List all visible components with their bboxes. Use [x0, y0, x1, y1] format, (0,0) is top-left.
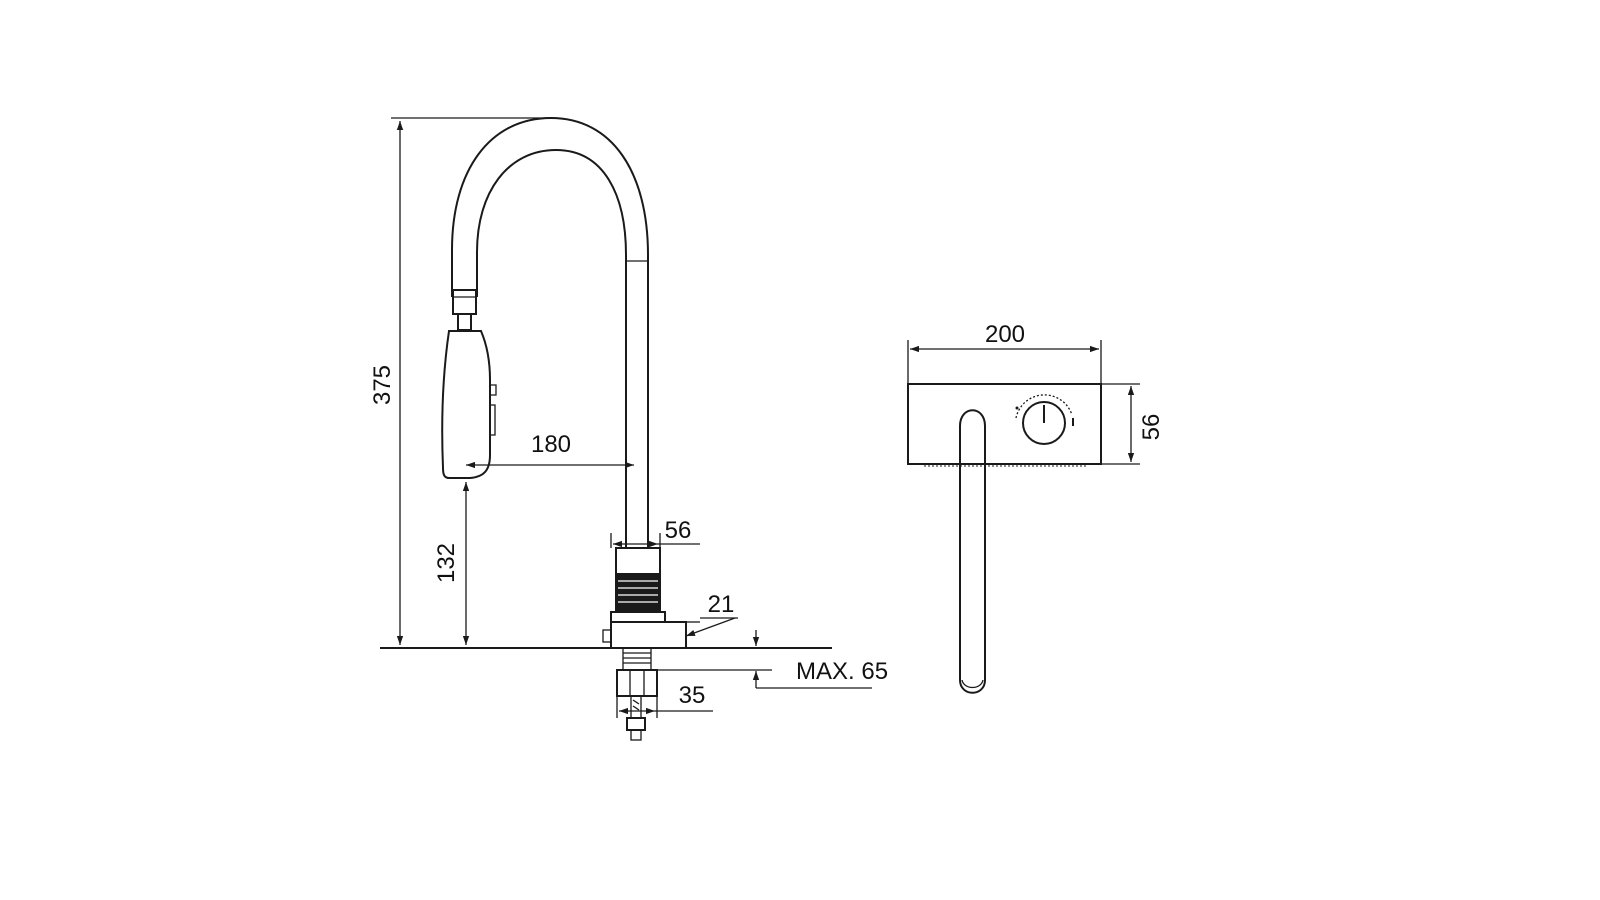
spout-top-view: [959, 409, 986, 694]
top-body: [907, 383, 1102, 465]
spout-tip-outline: [961, 679, 984, 689]
dim-base-ring: 21: [708, 591, 735, 618]
fixing-nut: [616, 669, 658, 697]
shank-top: [622, 647, 652, 671]
shank-thread: [623, 652, 651, 664]
grip-ring: [615, 573, 661, 613]
temperature-scale: [1015, 394, 1073, 419]
scale-start-dot: [1015, 406, 1019, 410]
spout-inner: [476, 148, 627, 548]
dim-spout-reach: 180: [531, 431, 571, 458]
hose-braid-2: [632, 705, 640, 711]
temperature-knob: [1022, 401, 1066, 445]
supply-hose-upper: [630, 695, 642, 719]
dim-top-width: 200: [985, 321, 1025, 348]
hose-braid: [632, 699, 640, 705]
grip-ring-texture: [618, 580, 658, 603]
spray-toggle-icon: [490, 404, 496, 436]
dim-top-depth: 56: [1138, 414, 1165, 441]
leader-21: [685, 617, 736, 637]
spray-button-icon: [490, 384, 497, 396]
base-ring: [610, 611, 666, 623]
dim-spray-head-height: 132: [433, 543, 460, 583]
dim-overall-height: 375: [369, 365, 396, 405]
supply-nut: [626, 717, 646, 731]
supply-stem: [630, 729, 642, 741]
hose-neck: [457, 313, 472, 331]
hose-connector: [452, 289, 477, 315]
base-side-tab: [602, 629, 612, 643]
base-cover: [615, 547, 661, 575]
dim-max-deck-thickness: MAX. 65: [796, 658, 888, 685]
spray-body: [441, 330, 491, 479]
side-view: 375 180 132 56 21 MAX. 65 35: [369, 116, 888, 741]
base-plate: [610, 621, 687, 649]
dim-shank: 35: [679, 682, 706, 709]
spray-head: [441, 289, 497, 479]
dim-base-diameter: 56: [665, 517, 692, 544]
top-view: 200 56: [907, 321, 1165, 694]
